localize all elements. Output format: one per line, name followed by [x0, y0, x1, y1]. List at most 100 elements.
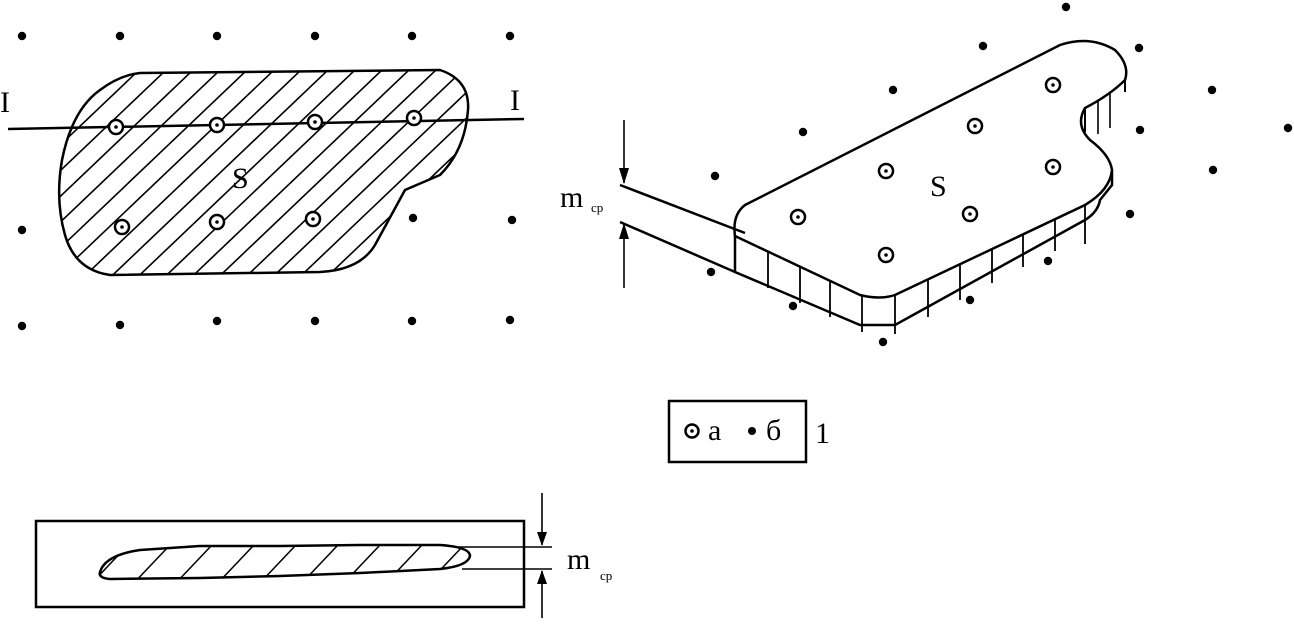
- hatch-line: [59, 70, 97, 275]
- legend: а б 1: [667, 399, 830, 464]
- well-dot-icon: [1061, 2, 1071, 12]
- well-circle-dot-icon: [107, 118, 125, 136]
- well-circle-dot-icon: [877, 162, 895, 180]
- well-circle-dot-icon: [1044, 76, 1062, 94]
- figure-number: 1: [815, 417, 830, 450]
- hatch-line: [59, 70, 286, 275]
- plan-deposit-contour: [57, 68, 470, 277]
- block-outside-wells: [706, 2, 1293, 347]
- well-dot-icon: [706, 267, 716, 277]
- hatch-line: [69, 70, 313, 275]
- hatch-line: [312, 70, 469, 275]
- well-dot-icon: [310, 316, 320, 326]
- legend-label-b: б: [766, 414, 781, 447]
- well-circle-dot-icon: [306, 113, 324, 131]
- section-label-left: I: [0, 86, 10, 119]
- block-area-label: S: [930, 170, 947, 203]
- section-line-i-i: [7, 117, 525, 131]
- hatch-line: [177, 70, 421, 275]
- thickness-arrow-upper: [619, 120, 629, 184]
- legend-label-a: а: [708, 414, 721, 447]
- well-dot-icon: [965, 295, 975, 305]
- hatch-line: [59, 70, 70, 275]
- hatch-line: [59, 70, 151, 275]
- hatch-line: [204, 70, 448, 275]
- block-view: m ср S: [560, 2, 1293, 347]
- well-dot-icon: [115, 31, 125, 41]
- well-dot-icon: [407, 316, 417, 326]
- hatch-line: [341, 545, 386, 579]
- block-side-hatching: [767, 206, 1086, 334]
- section-thickness-subscript: ср: [600, 568, 612, 583]
- hatch-line: [285, 70, 469, 275]
- section-arrow-upper: [537, 493, 547, 546]
- section-view: m ср: [34, 493, 612, 618]
- well-dot-icon: [798, 127, 808, 137]
- well-dot-icon: [17, 225, 27, 235]
- hatch-line: [59, 70, 205, 275]
- section-thickness-label: m: [567, 543, 590, 576]
- plan-explored-wells: [107, 109, 423, 236]
- section-frame: [34, 519, 526, 609]
- well-circle-dot-icon: [789, 208, 807, 226]
- circle-dot-icon: [684, 423, 700, 439]
- well-dot-icon: [407, 31, 417, 41]
- well-circle-dot-icon: [1044, 158, 1062, 176]
- block-side-face: [733, 170, 1114, 327]
- well-dot-icon: [1135, 125, 1145, 135]
- block-notch-hatching: [1097, 94, 1111, 134]
- section-label-right: I: [510, 84, 520, 117]
- well-dot-icon: [408, 213, 418, 223]
- hatch-line: [339, 70, 469, 275]
- block-explored-wells: [789, 76, 1062, 264]
- dot-icon: [748, 427, 756, 435]
- plan-view: I I S: [0, 31, 525, 331]
- well-dot-icon: [1283, 123, 1293, 133]
- well-dot-icon: [212, 316, 222, 326]
- well-dot-icon: [878, 337, 888, 347]
- well-dot-icon: [1043, 256, 1053, 266]
- section-lens-contour: [98, 543, 472, 581]
- well-dot-icon: [17, 31, 27, 41]
- hatch-line: [59, 70, 124, 275]
- well-circle-dot-icon: [113, 218, 131, 236]
- well-dot-icon: [505, 31, 515, 41]
- well-dot-icon: [212, 31, 222, 41]
- hatch-line: [96, 70, 340, 275]
- section-arrow-lower: [537, 570, 547, 618]
- block-thickness-subscript: ср: [591, 200, 603, 215]
- well-circle-dot-icon: [304, 210, 322, 228]
- thickness-upper-extension: [619, 183, 746, 235]
- well-dot-icon: [1207, 85, 1217, 95]
- thickness-arrow-lower: [619, 223, 629, 288]
- hatch-line: [150, 70, 394, 275]
- plan-area-label: S: [232, 162, 249, 195]
- block-top-face: [733, 39, 1128, 299]
- well-dot-icon: [788, 301, 798, 311]
- hatch-line: [59, 70, 259, 275]
- plan-hatching: [59, 70, 469, 275]
- hatch-line: [447, 70, 469, 275]
- well-circle-dot-icon: [961, 205, 979, 223]
- well-dot-icon: [1125, 209, 1135, 219]
- well-dot-icon: [115, 320, 125, 330]
- hatch-line: [231, 70, 469, 275]
- well-dot-icon: [888, 85, 898, 95]
- well-circle-dot-icon: [966, 117, 984, 135]
- well-dot-icon: [507, 215, 517, 225]
- well-dot-icon: [17, 321, 27, 331]
- well-dot-icon: [1208, 165, 1218, 175]
- thickness-lower-extension: [619, 220, 736, 274]
- hatch-line: [123, 70, 367, 275]
- well-dot-icon: [1134, 43, 1144, 53]
- plan-outside-wells: [17, 31, 517, 331]
- block-thickness-label: m: [560, 181, 583, 214]
- legend-box: [667, 399, 808, 464]
- well-dot-icon: [310, 31, 320, 41]
- hatch-line: [258, 70, 469, 275]
- well-dot-icon: [505, 315, 515, 325]
- hatch-line: [366, 70, 469, 275]
- well-dot-icon: [978, 41, 988, 51]
